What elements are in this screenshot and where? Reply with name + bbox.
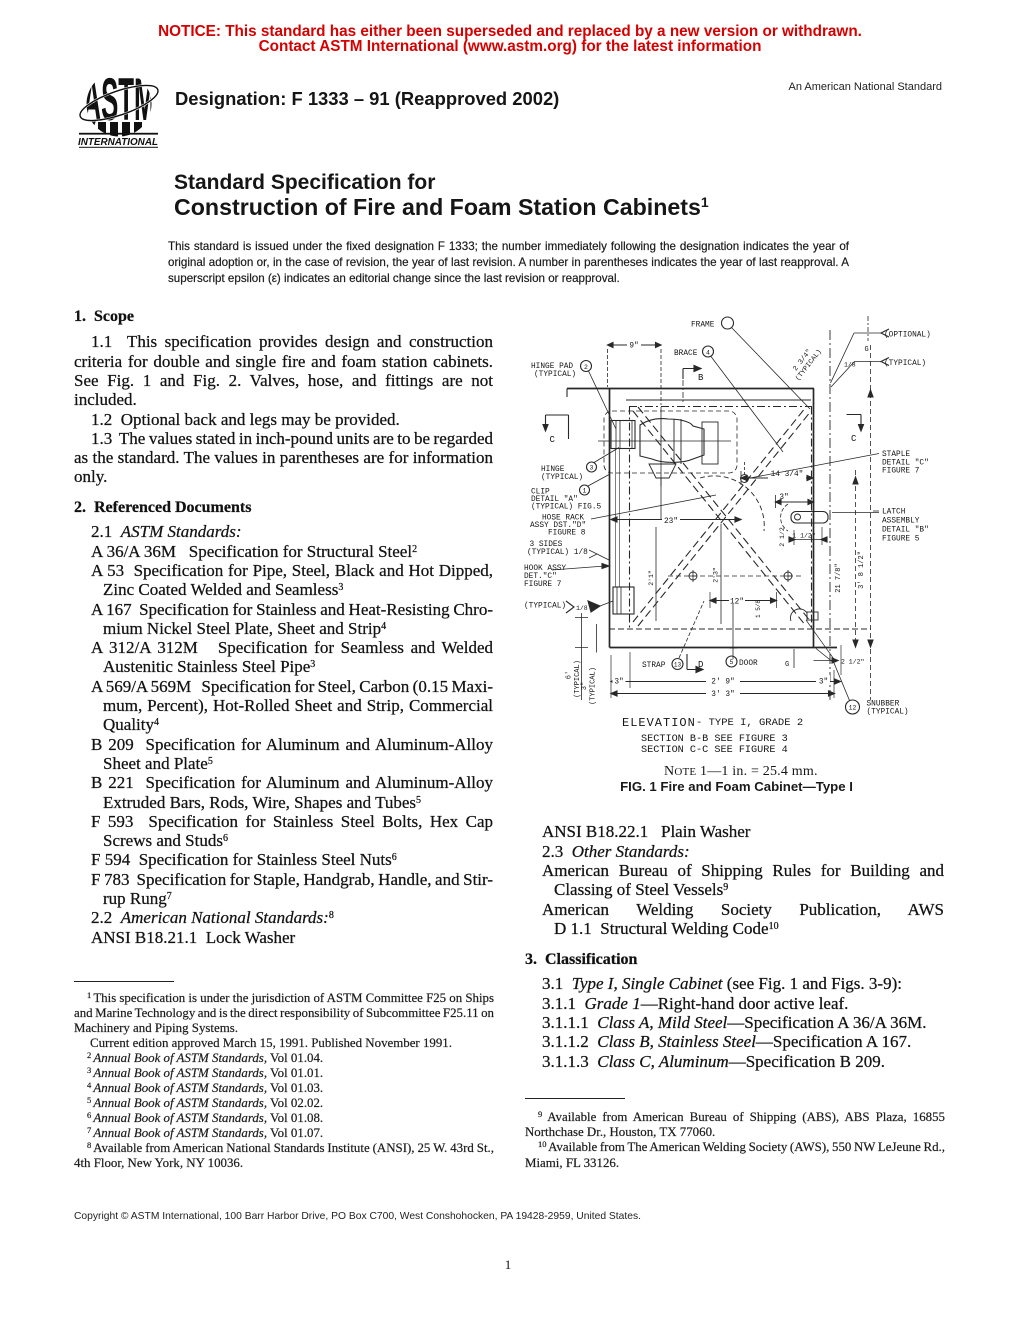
svg-text:5: 5 [730,659,734,666]
svg-text:(TYPICAL) FIG.5: (TYPICAL) FIG.5 [531,504,602,512]
svg-text:1/8: 1/8 [576,605,588,612]
svg-text:(TYPICAL): (TYPICAL) [867,709,909,717]
svg-text:HOOK ASSY: HOOK ASSY [524,565,566,573]
svg-text:(OPTIONAL): (OPTIONAL) [884,332,931,340]
svg-text:12": 12" [730,599,744,607]
svg-text:STRAP: STRAP [642,662,666,670]
svg-text:DOOR: DOOR [739,660,758,668]
svg-text:(TYPICAL): (TYPICAL) [590,667,598,705]
svg-text:G: G [785,661,789,669]
svg-text:DETAIL "A": DETAIL "A" [531,496,578,504]
svg-text:FIGURE 7: FIGURE 7 [882,468,920,476]
svg-text:1/8: 1/8 [844,362,856,369]
svg-text:3' 8 1/2": 3' 8 1/2" [858,551,866,589]
svg-text:2' 9": 2' 9" [711,679,734,687]
svg-text:D: D [698,660,703,670]
svg-text:ASSEMBLY: ASSEMBLY [882,518,920,526]
svg-text:- TYPE I, GRADE 2: - TYPE I, GRADE 2 [696,717,803,729]
svg-text:ELEVATION: ELEVATION [622,716,696,730]
svg-text:12: 12 [849,705,857,712]
svg-text:(TYPICAL): (TYPICAL) [884,360,926,368]
svg-text:2 1/2: 2 1/2 [779,527,786,547]
svg-text:DETAIL "C": DETAIL "C" [882,460,929,468]
svg-text:C: C [550,435,556,445]
svg-text:C: C [851,434,857,444]
svg-text:3": 3" [614,679,623,687]
svg-text:BRACE: BRACE [674,350,698,358]
svg-text:HOSE RACK: HOSE RACK [542,515,584,523]
svg-text:FIGURE 7: FIGURE 7 [524,581,562,589]
svg-text:SECTION C-C SEE FIGURE 4: SECTION C-C SEE FIGURE 4 [641,745,788,756]
svg-text:B: B [698,373,704,383]
svg-text:2: 2 [584,364,588,371]
svg-text:FRAME: FRAME [691,322,715,330]
svg-text:DET."C": DET."C" [524,573,557,581]
svg-text:ASSY DST."D": ASSY DST."D" [530,522,586,530]
svg-text:DETAIL "B": DETAIL "B" [882,527,929,535]
svg-text:1 5/8: 1 5/8 [755,600,762,618]
svg-text:G: G [865,346,869,354]
svg-text:21 7/8": 21 7/8" [835,563,843,592]
svg-text:CLIP: CLIP [531,489,550,497]
svg-text:INTERNATIONAL: INTERNATIONAL [78,137,158,148]
svg-text:(TYPICAL): (TYPICAL) [574,660,582,698]
svg-text:FIGURE 8: FIGURE 8 [548,530,586,538]
svg-text:(TYPICAL): (TYPICAL) [534,371,576,379]
svg-text:NOTE 1—1 in. = 25.4 mm.: NOTE 1—1 in. = 25.4 mm. [664,764,818,779]
svg-text:HINGE PAD: HINGE PAD [531,363,573,371]
svg-text:3: 3 [590,465,594,472]
svg-text:2'1": 2'1" [648,570,655,586]
svg-text:STAPLE: STAPLE [882,451,910,459]
svg-text:6': 6' [566,671,574,679]
svg-text:3' 3": 3' 3" [711,691,734,699]
svg-text:13: 13 [674,662,682,669]
svg-text:3": 3" [819,679,828,687]
svg-text:4: 4 [706,350,710,357]
svg-text:SNUBBER: SNUBBER [867,701,900,709]
svg-text:3": 3" [581,682,589,690]
svg-text:FIGURE 5: FIGURE 5 [882,536,920,544]
svg-text:(TYPICAL) 1/8: (TYPICAL) 1/8 [527,549,588,557]
svg-text:LATCH: LATCH [882,509,906,517]
svg-text:SECTION B-B SEE FIGURE 3: SECTION B-B SEE FIGURE 3 [641,734,788,745]
svg-text:1: 1 [583,488,587,495]
svg-text:2'3": 2'3" [713,567,720,583]
svg-text:9": 9" [629,343,638,351]
svg-text:1 1/2": 1 1/2" [792,533,816,540]
svg-text:(TYPICAL): (TYPICAL) [541,474,583,482]
svg-text:23": 23" [664,518,678,526]
svg-text:3 SIDES: 3 SIDES [530,541,563,549]
svg-text:3": 3" [779,494,788,502]
svg-text:(TYPICAL): (TYPICAL) [524,603,566,611]
svg-text:2 1/2": 2 1/2" [841,659,865,666]
svg-text:FIG. 1 Fire and Foam Cabinet—T: FIG. 1 Fire and Foam Cabinet—Type I [620,779,853,794]
svg-text:14 3/4": 14 3/4" [771,471,804,479]
svg-text:HINGE: HINGE [541,466,565,474]
